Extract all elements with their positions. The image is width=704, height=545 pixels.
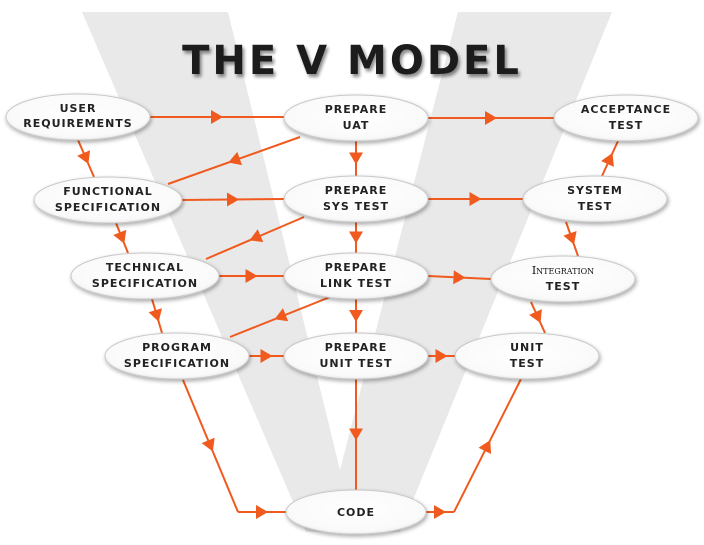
arrowhead bbox=[434, 505, 446, 519]
arrowhead bbox=[349, 231, 363, 244]
arrowhead bbox=[201, 437, 215, 452]
arrowhead bbox=[435, 349, 448, 363]
node-label-line: PREPARE bbox=[325, 341, 388, 354]
arrowhead bbox=[77, 150, 91, 165]
arrowhead bbox=[453, 270, 466, 285]
arrowhead bbox=[478, 440, 492, 455]
node-unit-test: UNIT TEST bbox=[454, 332, 600, 380]
arrowhead bbox=[529, 309, 542, 323]
node-label-line: TEST bbox=[578, 200, 612, 213]
background-v-shape bbox=[82, 12, 612, 532]
node-label-line: SYS TEST bbox=[323, 200, 389, 213]
arrowhead bbox=[245, 269, 258, 283]
node-user-requirements: USER REQUIREMENTS bbox=[5, 93, 151, 141]
node-program-specification: PROGRAM SPECIFICATION bbox=[104, 332, 250, 380]
node-label-line: SPECIFICATION bbox=[55, 201, 161, 214]
node-label-line: LINK TEST bbox=[320, 277, 392, 290]
node-label-line: UNIT TEST bbox=[319, 357, 392, 370]
node-label-line: PREPARE bbox=[325, 103, 388, 116]
node-label-line: TECHNICAL bbox=[106, 261, 184, 274]
node-functional-specification: FUNCTIONAL SPECIFICATION bbox=[33, 176, 183, 224]
arrowhead bbox=[349, 428, 363, 441]
node-acceptance-test: ACCEPTANCE TEST bbox=[553, 94, 699, 142]
node-technical-specification: TECHNICAL SPECIFICATION bbox=[70, 252, 220, 300]
arrowhead bbox=[249, 229, 264, 243]
node-label-line: PREPARE bbox=[325, 184, 388, 197]
node-prepare-link-test: PREPARE LINK TEST bbox=[283, 252, 429, 300]
arrowhead bbox=[148, 308, 163, 322]
arrowhead bbox=[228, 151, 243, 166]
node-prepare-unit-test: PREPARE UNIT TEST bbox=[283, 332, 429, 380]
node-prepare-uat: PREPARE UAT bbox=[283, 94, 429, 142]
arrowhead bbox=[485, 111, 497, 125]
node-label-line: UNIT bbox=[510, 341, 544, 354]
node-label-line: FUNCTIONAL bbox=[63, 185, 152, 198]
node-label-line: TEST bbox=[546, 280, 580, 293]
node-label-line: TEST bbox=[609, 119, 643, 132]
arrowhead bbox=[563, 231, 577, 245]
node-label-line: Integration bbox=[532, 264, 594, 277]
arrowhead bbox=[274, 308, 289, 322]
node-label-line: PREPARE bbox=[325, 261, 388, 274]
connector-arrowheads bbox=[77, 110, 614, 519]
node-label-line: PROGRAM bbox=[142, 341, 212, 354]
arrowhead bbox=[349, 152, 363, 165]
node-prepare-sys-test: PREPARE SYS TEST bbox=[283, 175, 429, 223]
node-label-line: SPECIFICATION bbox=[92, 277, 198, 290]
node-label-line: USER bbox=[60, 102, 97, 115]
arrowhead bbox=[113, 229, 127, 244]
arrowhead bbox=[601, 153, 614, 167]
arrowhead bbox=[226, 192, 239, 207]
node-label-line: UAT bbox=[343, 119, 370, 132]
node-code: CODE bbox=[285, 489, 427, 535]
arrowhead bbox=[469, 192, 482, 206]
node-label-line: REQUIREMENTS bbox=[23, 117, 132, 130]
arrowhead bbox=[211, 110, 223, 124]
node-label-line: SPECIFICATION bbox=[124, 357, 230, 370]
node-label-line: SYSTEM bbox=[567, 184, 623, 197]
node-integration-test: Integration TEST bbox=[490, 255, 636, 303]
arrowhead bbox=[256, 505, 268, 519]
diagram-title: THE V MODEL bbox=[182, 38, 522, 84]
node-label-line: CODE bbox=[337, 506, 375, 519]
node-label-line: TEST bbox=[510, 357, 544, 370]
arrowhead bbox=[349, 310, 363, 322]
node-label-line: ACCEPTANCE bbox=[581, 103, 671, 116]
node-system-test: SYSTEM TEST bbox=[522, 175, 668, 223]
arrowhead bbox=[260, 349, 273, 363]
